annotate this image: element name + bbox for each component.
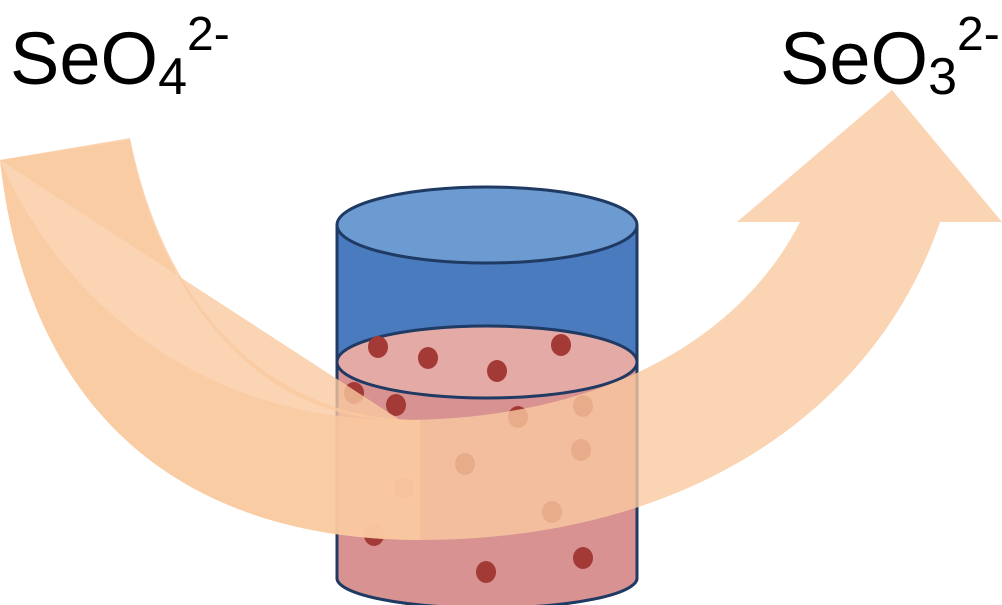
particle (551, 334, 571, 356)
reactant-base: SeO (10, 17, 158, 100)
particle (573, 547, 593, 569)
reactant-charge: 2- (187, 8, 230, 61)
product-base: SeO (780, 17, 928, 100)
product-charge: 2- (957, 8, 1000, 61)
product-label: SeO32- (780, 8, 1000, 106)
particle (476, 561, 496, 583)
particle (418, 347, 438, 369)
particle (368, 336, 388, 358)
arrow-tail-band (0, 138, 420, 540)
product-subscript: 3 (928, 48, 957, 106)
particle (487, 360, 507, 382)
reactant-label: SeO42- (10, 8, 230, 106)
particle (386, 394, 406, 416)
reactant-subscript: 4 (158, 48, 187, 106)
liquid-surface (335, 324, 639, 400)
cylinder-top (335, 185, 639, 265)
